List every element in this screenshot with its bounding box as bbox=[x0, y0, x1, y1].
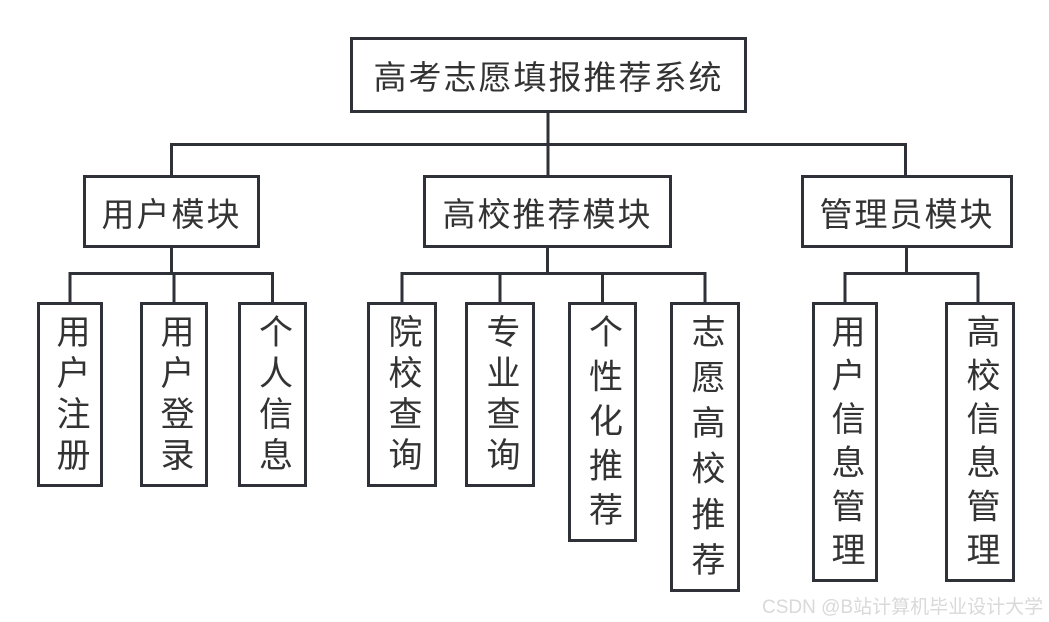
node-user-info-manage: 用户信息管理 bbox=[812, 302, 878, 582]
node-module-recommend: 高校推荐模块 bbox=[423, 175, 672, 248]
node-module-user-label: 用户模块 bbox=[101, 195, 242, 233]
node-college-info-manage-label: 高校信息管理 bbox=[961, 314, 999, 570]
node-user-register: 用户注册 bbox=[37, 302, 103, 487]
node-major-query-label: 专业查询 bbox=[481, 314, 519, 475]
node-major-query: 专业查询 bbox=[465, 302, 535, 487]
node-module-user: 用户模块 bbox=[83, 175, 260, 248]
node-user-info-manage-label: 用户信息管理 bbox=[826, 314, 864, 570]
node-root: 高考志愿填报推荐系统 bbox=[350, 37, 747, 113]
node-volunteer-college-recommend-label: 志愿高校推荐 bbox=[686, 314, 724, 580]
node-user-login-label: 用户登录 bbox=[155, 314, 193, 475]
node-personalized-recommend: 个性化推荐 bbox=[568, 302, 637, 542]
node-user-login: 用户登录 bbox=[140, 302, 208, 487]
node-user-register-label: 用户注册 bbox=[51, 314, 89, 475]
watermark: CSDN @B站计算机毕业设计大学 bbox=[762, 597, 1044, 618]
node-personalized-recommend-label: 个性化推荐 bbox=[583, 314, 622, 530]
node-module-admin-label: 管理员模块 bbox=[819, 195, 995, 233]
node-college-query: 院校查询 bbox=[367, 302, 437, 487]
node-volunteer-college-recommend: 志愿高校推荐 bbox=[670, 302, 740, 592]
node-college-info-manage: 高校信息管理 bbox=[945, 302, 1015, 582]
node-root-label: 高考志愿填报推荐系统 bbox=[373, 59, 724, 96]
node-college-query-label: 院校查询 bbox=[383, 314, 421, 475]
node-module-recommend-label: 高校推荐模块 bbox=[442, 195, 653, 233]
node-personal-info-label: 个人信息 bbox=[253, 314, 292, 475]
node-module-admin: 管理员模块 bbox=[801, 175, 1013, 248]
node-personal-info: 个人信息 bbox=[238, 302, 307, 487]
